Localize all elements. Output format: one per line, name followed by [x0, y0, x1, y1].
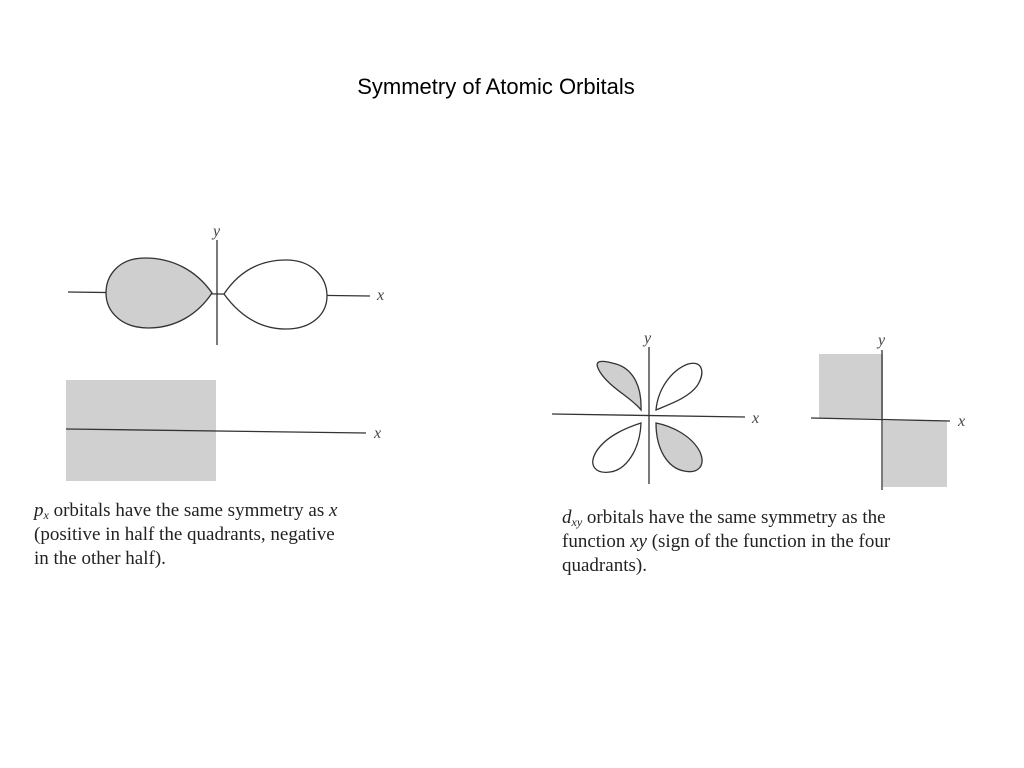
dxy-caption-line-3: quadrants). — [562, 555, 647, 576]
xy-function-x-label: x — [957, 413, 965, 430]
dxy-orbital-diagram: y x — [551, 330, 759, 484]
dxy-lower-left-lobe — [592, 422, 642, 473]
dxy-caption-symbol: d — [562, 507, 572, 528]
dxy-caption-variable: xy — [630, 531, 647, 552]
x-function-x-label: x — [373, 425, 381, 442]
dxy-upper-right-lobe — [655, 362, 703, 412]
dxy-caption-line-2-rest: (sign of the function in the four — [646, 531, 891, 552]
px-caption-line-1-text: orbitals have the same symmetry as — [48, 500, 330, 521]
x-function-diagram: x — [65, 380, 381, 481]
dxy-upper-left-lobe — [596, 360, 642, 412]
dxy-caption-line-2-pre: function — [562, 531, 631, 552]
px-caption-line-2: (positive in half the quadrants, negativ… — [34, 524, 335, 545]
px-caption-subscript: x — [43, 508, 49, 522]
slide-title: Symmetry of Atomic Orbitals — [357, 74, 635, 99]
xy-function-x-axis — [810, 417, 951, 422]
dxy-caption-line-2: function xy (sign of the function in the… — [562, 530, 890, 554]
dxy-caption-subscript: xy — [571, 515, 583, 529]
px-orbital-y-label: y — [211, 223, 221, 240]
px-caption-variable: x — [329, 500, 338, 521]
px-caption-line-3: in the other half). — [34, 548, 166, 569]
px-positive-lobe — [223, 259, 328, 330]
px-caption: px orbitals have the same symmetry as x … — [34, 499, 337, 571]
dxy-caption-line-1: dxy orbitals have the same symmetry as t… — [562, 506, 890, 530]
xy-function-lower-right-region — [883, 421, 947, 487]
xy-function-y-label: y — [876, 332, 886, 349]
x-function-x-axis — [65, 428, 367, 434]
xy-function-diagram: y x — [810, 332, 965, 490]
px-negative-lobe — [105, 257, 213, 329]
dxy-orbital-x-label: x — [751, 410, 759, 427]
px-orbital-x-label: x — [376, 287, 384, 304]
dxy-caption-line-1-text: orbitals have the same symmetry as the — [582, 507, 886, 528]
px-orbital-diagram: y x — [67, 223, 384, 345]
dxy-caption: dxy orbitals have the same symmetry as t… — [562, 506, 890, 578]
px-caption-symbol: p — [34, 500, 44, 521]
px-caption-line-1: px orbitals have the same symmetry as x — [34, 499, 337, 523]
dxy-lower-right-lobe — [655, 422, 703, 473]
dxy-orbital-y-label: y — [642, 330, 652, 347]
xy-function-upper-left-region — [819, 354, 883, 418]
